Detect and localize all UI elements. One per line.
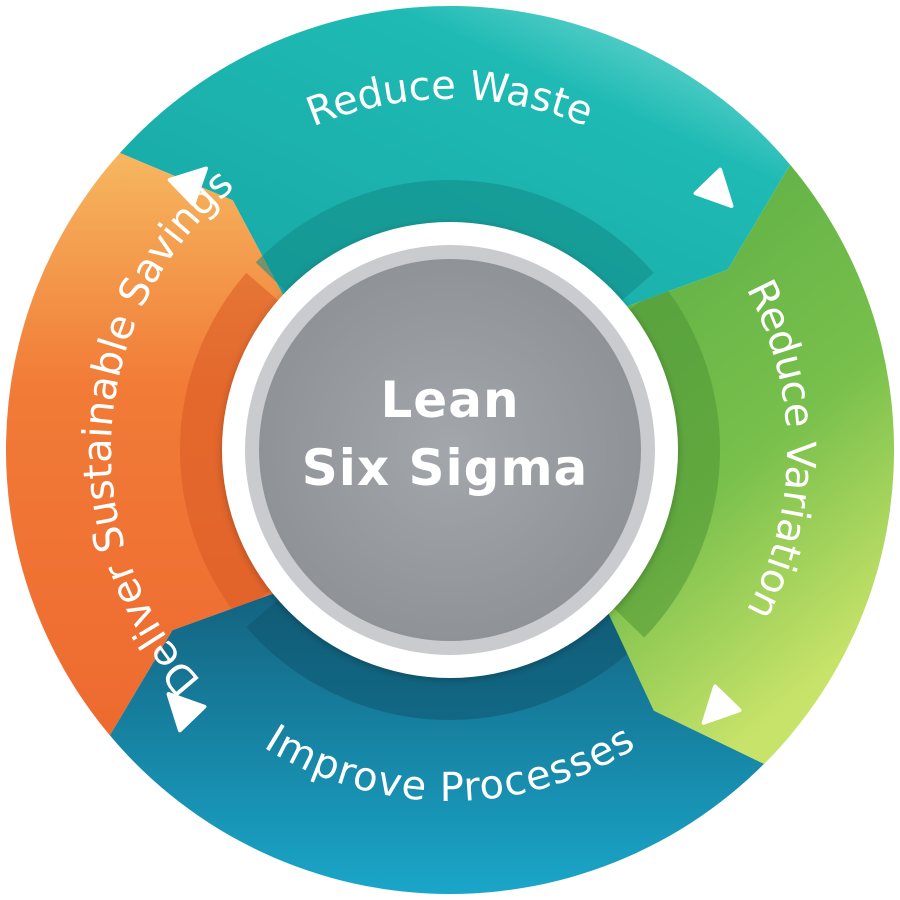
center-title-line1: Lean: [380, 371, 519, 429]
direction-arrow-icon: [693, 167, 734, 208]
direction-arrow-icon: [166, 692, 207, 733]
direction-arrow-icon: [701, 684, 742, 725]
segment-inner-band-reduce-waste: [255, 180, 654, 308]
segment-reduce-waste: [120, 5, 791, 310]
segment-deliver-sustainable-savings: [5, 152, 288, 736]
hub: [259, 259, 641, 641]
segment-improve-processes: [109, 590, 791, 894]
center-title-line2: Six Sigma: [302, 439, 589, 497]
segment-inner-band-reduce-variation: [606, 283, 720, 638]
direction-arrow-icon: [167, 166, 208, 207]
segment-inner-band-deliver-sustainable-savings: [180, 272, 286, 617]
segment-inner-band-improve-processes: [246, 592, 651, 720]
